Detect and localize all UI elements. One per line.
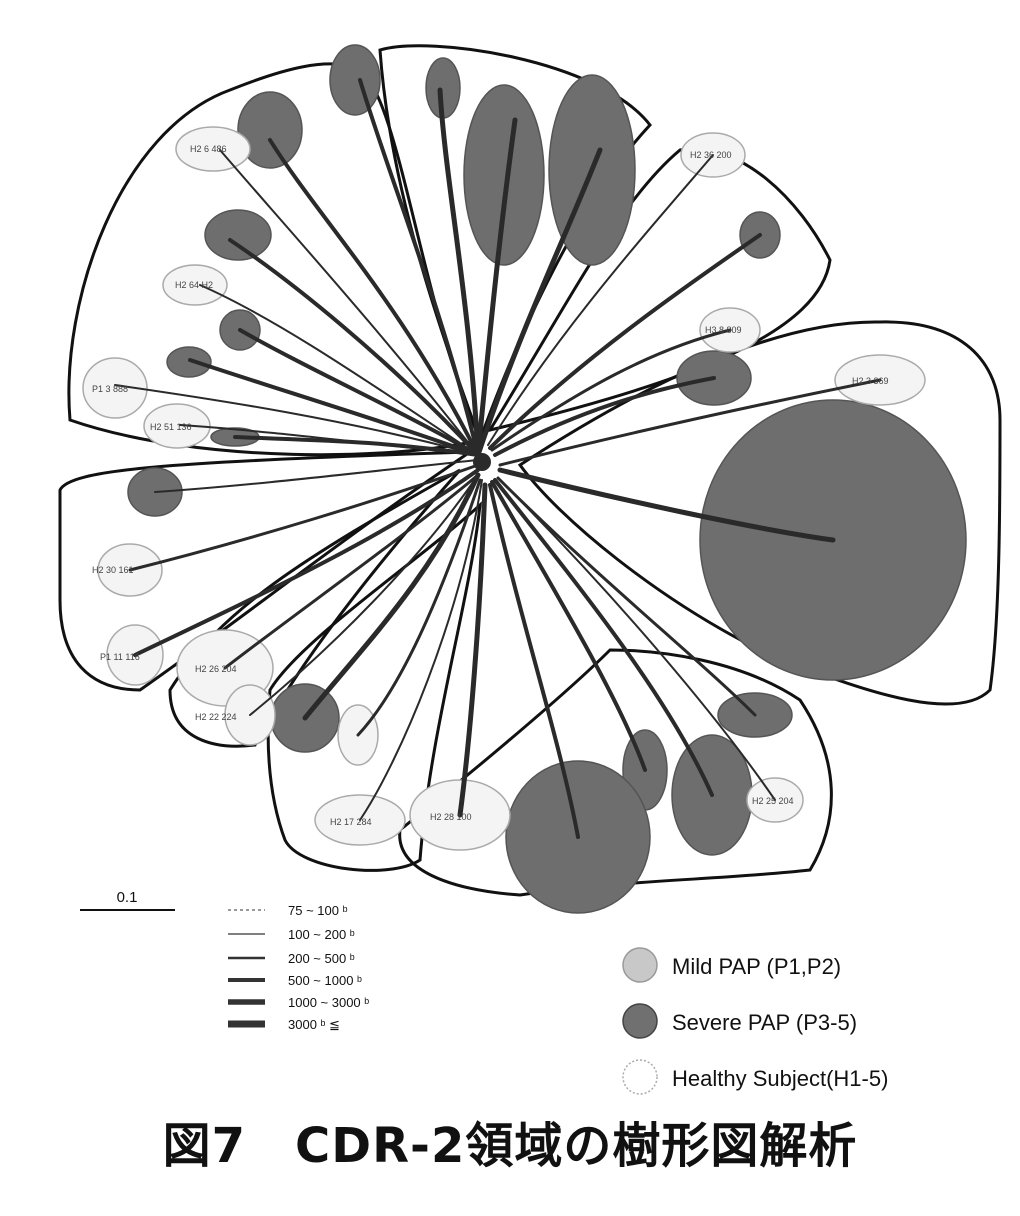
- cluster-outline-left: [58, 450, 476, 692]
- branch: [249, 474, 479, 716]
- scale-bar: 0.1: [80, 889, 175, 911]
- branch: [497, 467, 836, 543]
- leaf-label: P1 11 116: [100, 652, 140, 662]
- leaf-label: H2 51 136: [150, 422, 192, 432]
- branches: [114, 78, 882, 839]
- thickness-label: 200 ~ 500 ᵇ: [288, 951, 355, 966]
- branch: [457, 482, 488, 818]
- healthy-node: [143, 403, 211, 449]
- thickness-label: 1000 ~ 3000 ᵇ: [288, 995, 369, 1010]
- severe-pap-swatch: [622, 1003, 658, 1039]
- branch: [238, 328, 480, 457]
- branch: [488, 483, 580, 839]
- figure-caption: 図7 CDR-2領域の樹形図解析: [162, 1118, 858, 1174]
- branch: [490, 480, 647, 772]
- branch: [179, 424, 479, 456]
- branch: [356, 478, 482, 737]
- branch: [359, 479, 483, 821]
- leaf-label: H2 30 161: [92, 565, 134, 575]
- branch: [358, 78, 480, 457]
- severe-node: [204, 209, 272, 261]
- leaf-label: H2 17 284: [330, 817, 372, 827]
- leaf-label: P1 3 888: [92, 384, 128, 394]
- leaf-label: H2 64 H2: [175, 280, 213, 290]
- healthy-subject-swatch: [622, 1059, 658, 1095]
- severe-node: [166, 346, 212, 378]
- branch: [133, 468, 480, 657]
- group-legend: Mild PAP (P1,P2) Severe PAP (P3-5) Healt…: [622, 947, 888, 1095]
- leaf-labels: H2 6 486 H2 64 H2 P1 3 888 H2 51 136 H2 …: [92, 144, 889, 827]
- branch: [496, 476, 757, 717]
- branch: [302, 472, 481, 721]
- leaf-label: H2 36 200: [690, 150, 732, 160]
- leaf-label: H2 28 100: [430, 812, 472, 822]
- leaf-label: H2 26 204: [195, 664, 237, 674]
- thickness-label: 500 ~ 1000 ᵇ: [288, 973, 362, 988]
- branch: [228, 238, 480, 457]
- branch: [475, 147, 603, 458]
- cluster-outline-bottom-right: [398, 648, 833, 897]
- leaf-nodes: [82, 44, 967, 914]
- branch: [498, 378, 882, 467]
- legend-label-severe: Severe PAP (P3-5): [672, 1010, 857, 1035]
- thickness-label: 100 ~ 200 ᵇ: [288, 927, 355, 942]
- healthy-node: [175, 126, 251, 172]
- branch: [475, 117, 518, 458]
- thickness-label: 3000 ᵇ ≦: [288, 1017, 340, 1032]
- branch: [437, 87, 481, 458]
- scale-bar-label: 0.1: [117, 889, 138, 906]
- branch: [487, 154, 714, 446]
- legend-label-healthy: Healthy Subject(H1-5): [672, 1066, 888, 1091]
- healthy-node: [162, 264, 228, 306]
- cluster-outline-top-left: [67, 62, 483, 457]
- branch: [128, 463, 480, 572]
- branch: [223, 473, 480, 670]
- branch: [154, 459, 479, 493]
- branch: [219, 149, 479, 456]
- branch: [493, 376, 716, 457]
- cluster-outline-right: [517, 320, 1002, 706]
- branch: [493, 478, 714, 797]
- branch: [497, 477, 776, 801]
- thickness-label: 75 ~ 100 ᵇ: [288, 903, 348, 918]
- branch: [114, 384, 479, 456]
- branch: [268, 138, 480, 457]
- leaf-label: H2 6 486: [190, 144, 227, 154]
- cluster-outline-bottom: [266, 501, 482, 872]
- leaf-label: H3 8 809: [705, 325, 742, 335]
- severe-node: [463, 84, 545, 266]
- branch: [490, 328, 732, 452]
- branch: [488, 233, 762, 450]
- legend-label-mild: Mild PAP (P1,P2): [672, 954, 841, 979]
- root-node: [473, 453, 491, 471]
- leaf-label: H2 3 369: [852, 376, 889, 386]
- branch: [188, 358, 480, 457]
- thickness-legend: 75 ~ 100 ᵇ 100 ~ 200 ᵇ 200 ~ 500 ᵇ 500 ~…: [228, 903, 369, 1032]
- leaf-label: H2 25 204: [752, 796, 794, 806]
- branch: [199, 284, 479, 456]
- leaf-label: H2 22 224: [195, 712, 237, 722]
- healthy-node: [82, 357, 148, 419]
- mild-pap-swatch: [622, 947, 658, 983]
- severe-node: [237, 91, 303, 169]
- severe-node: [329, 44, 381, 116]
